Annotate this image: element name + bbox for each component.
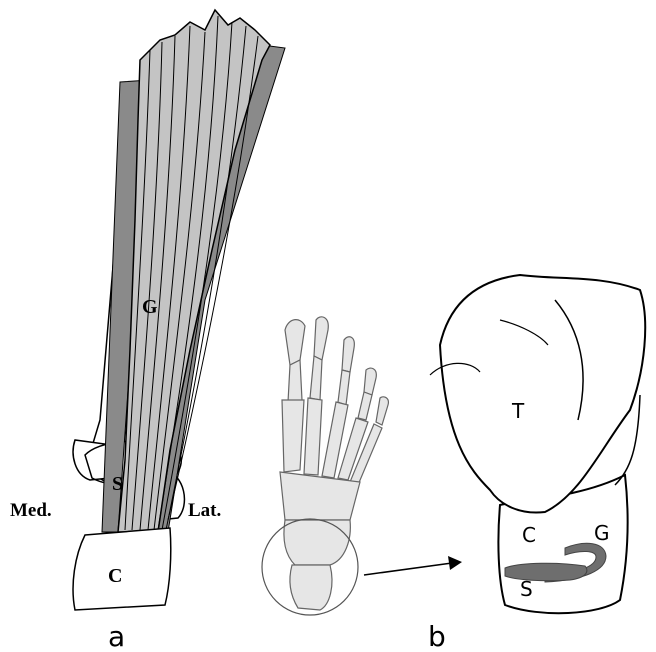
caption-a: a (108, 620, 125, 652)
label-gastrocnemius: G (142, 296, 158, 318)
label-calcaneus: C (108, 565, 122, 587)
label-soleus: S (112, 473, 123, 495)
zoom-arrow-head (448, 556, 462, 570)
tendon-band-S (505, 563, 587, 581)
caption-b: b (428, 620, 446, 652)
panel-b: T C G S b (262, 275, 645, 652)
label-medial: Med. (10, 500, 52, 521)
foot-skeleton (280, 317, 388, 610)
label-soleus-zoom: S (520, 577, 533, 601)
talus-bone (440, 275, 645, 513)
label-lateral: Lat. (188, 500, 221, 521)
label-calcaneus-zoom: C (522, 523, 536, 547)
label-gastrocnemius-zoom: G (594, 521, 610, 545)
zoom-arrow-line (364, 563, 452, 575)
label-talus: T (511, 399, 525, 423)
gastrocnemius-tendon (118, 10, 270, 532)
panel-a: Med. Lat. G S C a (10, 10, 285, 652)
